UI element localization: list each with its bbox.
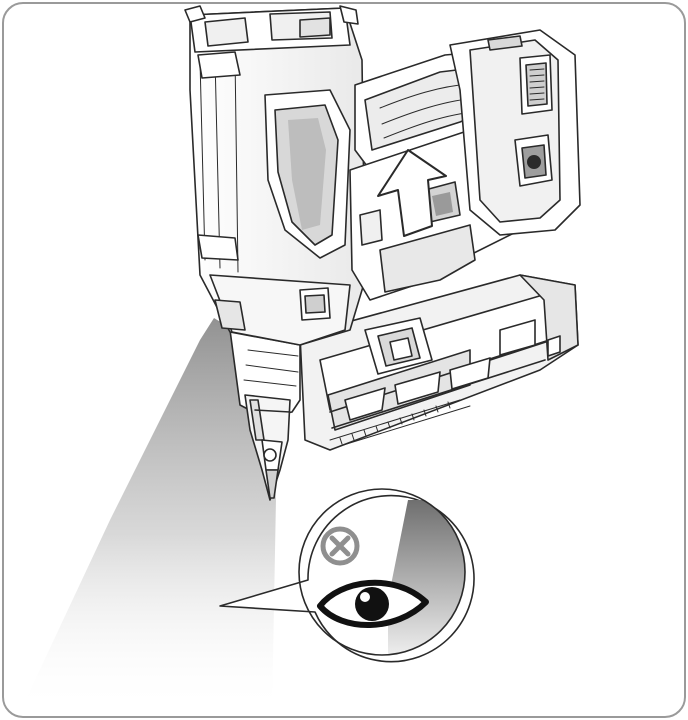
nose-assembly <box>229 329 301 501</box>
battery-pack <box>449 29 581 236</box>
nail-gun <box>184 5 581 501</box>
motor-housing <box>184 5 366 346</box>
up-arrow-icon <box>377 149 447 237</box>
magazine <box>299 274 579 451</box>
callout-bubble <box>219 488 475 663</box>
light-beam <box>20 318 276 712</box>
eye-icon <box>317 579 429 628</box>
prohibited-x-icon <box>320 526 360 566</box>
